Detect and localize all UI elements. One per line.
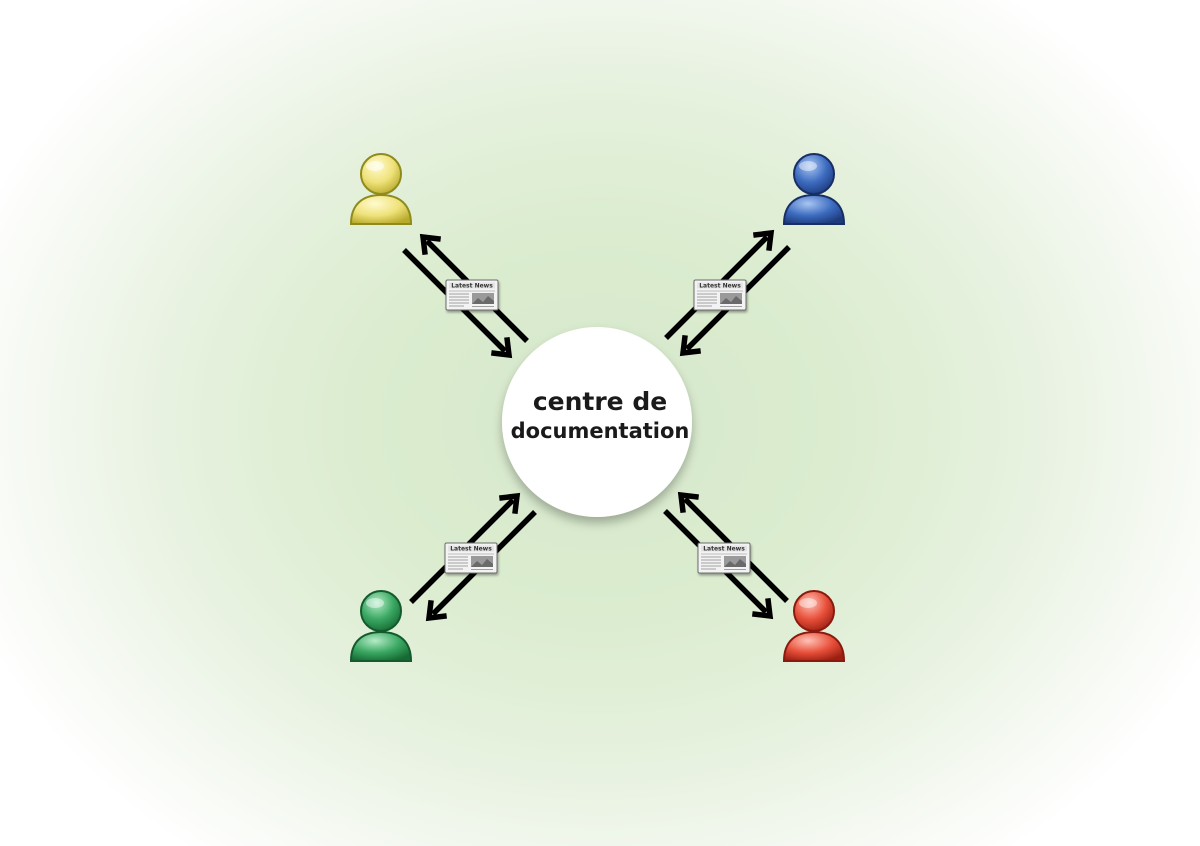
newspaper-headline: Latest News [450,546,492,553]
user-icon-yellow [349,153,413,225]
center-label: centre de documentation [505,387,695,443]
user-icon-blue [782,153,846,225]
center-label-line-2: documentation [510,418,690,443]
newspaper-headline: Latest News [451,283,493,290]
newspaper-icon-bottom-right: Latest News [697,542,751,574]
newspaper-icon-top-right: Latest News [693,279,747,311]
newspaper-headline: Latest News [703,546,745,553]
newspaper-headline: Latest News [699,283,741,290]
newspaper-icon-bottom-left: Latest News [444,542,498,574]
user-icon-green [349,590,413,662]
documentation-center-circle [502,327,692,517]
user-icon-red [782,590,846,662]
newspaper-icon-top-left: Latest News [445,279,499,311]
center-label-line-1: centre de [532,387,668,416]
